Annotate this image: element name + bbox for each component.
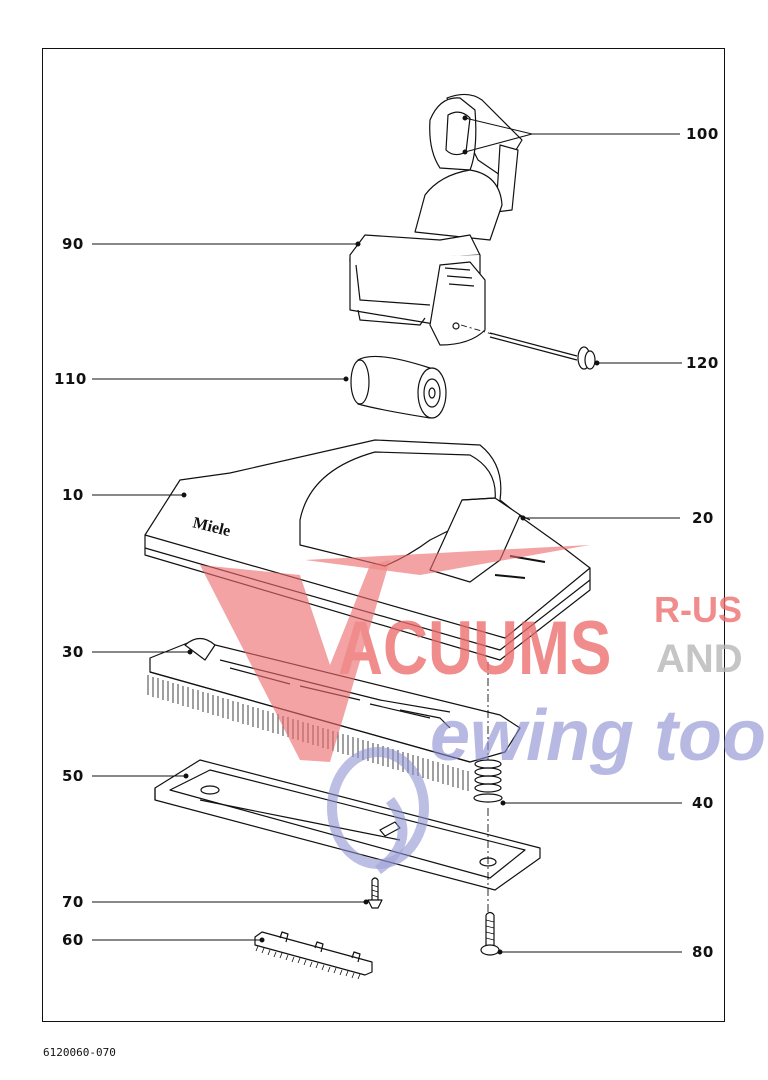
callout-10: 10: [62, 486, 84, 504]
callout-120: 120: [686, 354, 719, 372]
callout-90: 90: [62, 235, 84, 253]
callout-70: 70: [62, 893, 84, 911]
short-screw-part: [367, 877, 383, 909]
neck-joint-part: [349, 93, 523, 346]
leader-lines: [92, 115, 682, 955]
watermark-and-text: AND: [656, 637, 743, 681]
long-screw-part: [480, 911, 500, 956]
callout-100: 100: [686, 125, 719, 143]
document-code: 6120060-070: [43, 1046, 116, 1059]
callout-80: 80: [692, 943, 714, 961]
spring-part: [473, 759, 503, 803]
callout-40: 40: [692, 794, 714, 812]
callout-20: 20: [692, 509, 714, 527]
base-plate-part: [154, 759, 541, 891]
watermark-r-us-text: R-US: [654, 589, 742, 630]
callout-110: 110: [54, 370, 87, 388]
callout-60: 60: [62, 931, 84, 949]
watermark-logo: ACUUMS R-US AND ewing too: [200, 545, 766, 875]
watermark-script-text: ewing too: [430, 696, 766, 776]
diagram-frame: [42, 48, 725, 1022]
roller-part: [350, 355, 447, 419]
bristle-strip-part: [254, 931, 373, 980]
watermark-main-text: ACUUMS: [338, 605, 611, 690]
callout-30: 30: [62, 643, 84, 661]
floor-head-housing-part: [144, 439, 591, 661]
callout-50: 50: [62, 767, 84, 785]
axle-pin-part: [489, 332, 596, 370]
